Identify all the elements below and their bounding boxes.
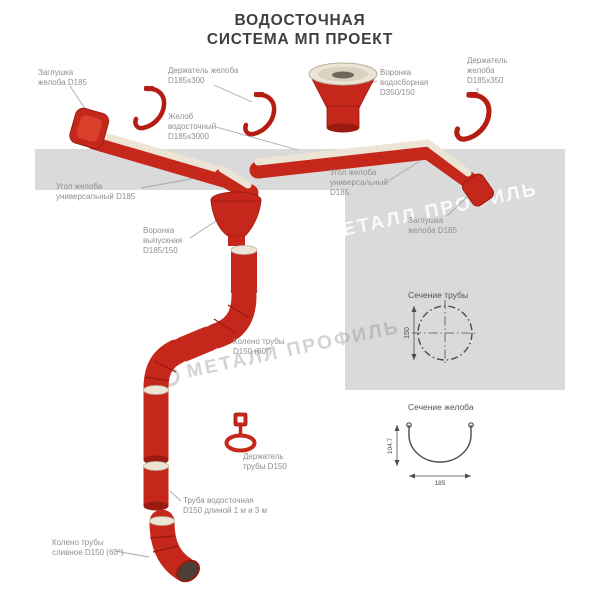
gutter-depth-value: 104,7 — [387, 437, 394, 454]
pipe-diameter-value: 150 — [404, 327, 411, 339]
label-gutter: Желоб водосточный D185х3000 — [168, 112, 217, 141]
leader-end-cap-right — [446, 196, 468, 217]
leader-outlet-funnel — [189, 220, 217, 239]
outlet-funnel-part — [210, 191, 262, 246]
label-pipe-holder: Держатель трубы D150 — [243, 452, 287, 471]
leader-drain-elbow — [114, 550, 150, 558]
wall-block — [345, 190, 565, 390]
gutter-run-right — [249, 139, 479, 190]
gutter-end-cap-left-part — [69, 107, 110, 149]
label-outlet-funnel: Воронка выпускная D185/150 — [143, 226, 182, 255]
label-pipe-section-title: Сечение трубы — [408, 290, 469, 300]
gutter-holder-icon-center — [245, 92, 274, 134]
label-gutter-section-title: Сечение желоба — [408, 402, 474, 412]
leader-gutter-holder-300 — [213, 84, 253, 103]
pipe-vertical-segment-2 — [143, 461, 169, 511]
gutter-holder-icon-right — [457, 92, 489, 139]
label-end-cap-right: Заглушка желоба D185 — [408, 216, 457, 235]
label-collecting-funnel: Воронка водосборная D350/150 — [380, 68, 429, 97]
leader-gutter — [215, 126, 299, 151]
pipe-elbow-lower-part — [143, 339, 189, 401]
gutter-run-left — [85, 129, 233, 188]
label-gutter-corner-right: Угол желоба универсальный D185 — [330, 168, 388, 197]
gutter-holder-icon-left — [135, 86, 164, 128]
label-gutter-corner-left: Угол желоба универсальный D185 — [56, 182, 136, 201]
label-pipe-elbow: Колено трубы D150 (60°) — [233, 337, 285, 356]
leader-corner-right — [384, 160, 421, 184]
pipe-vertical-segment — [143, 385, 169, 465]
page-title-line2: СИСТЕМА МП ПРОЕКТ — [206, 31, 394, 48]
label-end-cap-left: Заглушка желоба D185 — [38, 68, 87, 87]
gutter-section-diagram: 104,7 185 — [387, 422, 474, 487]
label-drain-elbow: Колено трубы сливное D150 (60°) — [52, 538, 124, 557]
drain-elbow-part — [149, 509, 200, 583]
page-title: ВОДОСТОЧНАЯ СИСТЕМА МП ПРОЕКТ — [0, 11, 600, 49]
gutter-section-profile — [408, 425, 472, 463]
label-pipe: Труба водосточная D150 длиной 1 м и 3 м — [183, 496, 267, 515]
leader-pipe — [169, 490, 182, 502]
page-title-line1: ВОДОСТОЧНАЯ — [234, 12, 366, 29]
pipe-holder-part — [224, 412, 257, 453]
gutter-corner-center-part — [213, 165, 259, 202]
gutter-width-value: 185 — [435, 480, 446, 487]
label-gutter-holder-350: Держатель желоба D185х350 — [467, 56, 508, 85]
pipe-elbow-upper-part — [203, 283, 257, 349]
pipe-section-diagram: 150 — [404, 300, 478, 366]
pipe-diagonal-segment — [171, 326, 221, 362]
label-gutter-holder-300: Держатель желоба D185х300 — [168, 66, 239, 85]
collecting-funnel-part — [308, 62, 378, 133]
gutter-end-cap-right-part — [461, 173, 495, 207]
